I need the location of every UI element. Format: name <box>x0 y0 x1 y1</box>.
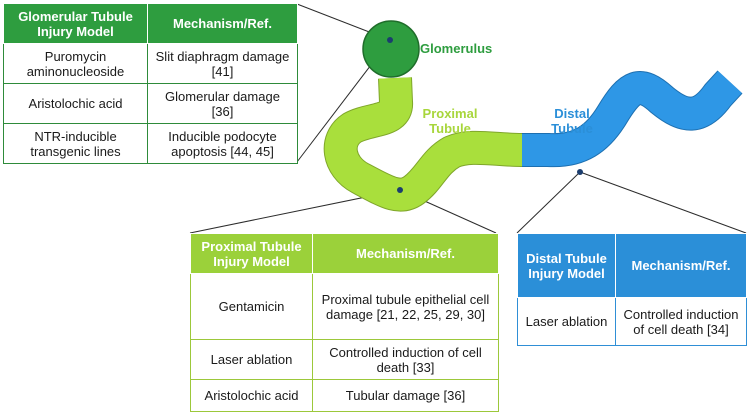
table-cell: Aristolochic acid <box>190 379 313 412</box>
table-cell: Proximal tubule epithelial cell damage [… <box>312 273 499 340</box>
table-header-row: Proximal Tubule Injury Model Mechanism/R… <box>190 233 499 274</box>
proximal-injury-table: Proximal Tubule Injury Model Mechanism/R… <box>190 233 499 412</box>
distal-callout-line <box>579 171 747 234</box>
table-cell: Glomerular damage [36] <box>147 83 298 124</box>
table-row: Puromycin aminonucleoside Slit diaphragm… <box>3 43 298 84</box>
proximal-tubule-label: Proximal Tubule <box>422 106 478 136</box>
table-header-cell: Mechanism/Ref. <box>312 233 499 274</box>
distal-anchor-dot <box>577 169 583 175</box>
table-row: Gentamicin Proximal tubule epithelial ce… <box>190 273 499 340</box>
table-header-row: Glomerular Tubule Injury Model Mechanism… <box>3 3 298 44</box>
table-cell: Controlled induction of cell death [33] <box>312 339 499 380</box>
table-cell: Slit diaphragm damage [41] <box>147 43 298 84</box>
table-row: Aristolochic acid Tubular damage [36] <box>190 379 499 412</box>
table-cell: Tubular damage [36] <box>312 379 499 412</box>
glomerulus-label: Glomerulus <box>420 41 493 56</box>
table-header-cell: Proximal Tubule Injury Model <box>190 233 313 274</box>
table-header-cell: Mechanism/Ref. <box>147 3 298 44</box>
glomerulus <box>362 20 420 78</box>
distal-tubule-label: Distal Tubule <box>551 106 593 136</box>
table-cell: Laser ablation <box>190 339 313 380</box>
proximal-tubule <box>323 77 523 212</box>
table-row: Aristolochic acid Glomerular damage [36] <box>3 83 298 124</box>
table-row: NTR-inducible transgenic lines Inducible… <box>3 123 298 164</box>
table-header-row: Distal Tubule Injury Model Mechanism/Ref… <box>517 233 747 298</box>
glomerular-injury-table: Glomerular Tubule Injury Model Mechanism… <box>3 3 298 164</box>
glomerulus-anchor-dot <box>387 37 393 43</box>
distal-callout-line <box>516 171 581 234</box>
table-header-cell: Distal Tubule Injury Model <box>517 233 616 298</box>
table-cell: Gentamicin <box>190 273 313 340</box>
table-header-cell: Mechanism/Ref. <box>615 233 747 298</box>
distal-injury-table: Distal Tubule Injury Model Mechanism/Ref… <box>517 233 747 346</box>
distal-tubule <box>520 70 743 168</box>
proximal-anchor-dot <box>397 187 403 193</box>
table-cell: Controlled induction of cell death [34] <box>615 297 747 346</box>
table-cell: NTR-inducible transgenic lines <box>3 123 148 164</box>
table-cell: Laser ablation <box>517 297 616 346</box>
table-cell: Inducible podocyte apoptosis [44, 45] <box>147 123 298 164</box>
table-cell: Aristolochic acid <box>3 83 148 124</box>
table-row: Laser ablation Controlled induction of c… <box>190 339 499 380</box>
table-header-cell: Glomerular Tubule Injury Model <box>3 3 148 44</box>
table-row: Laser ablation Controlled induction of c… <box>517 297 747 346</box>
table-cell: Puromycin aminonucleoside <box>3 43 148 84</box>
